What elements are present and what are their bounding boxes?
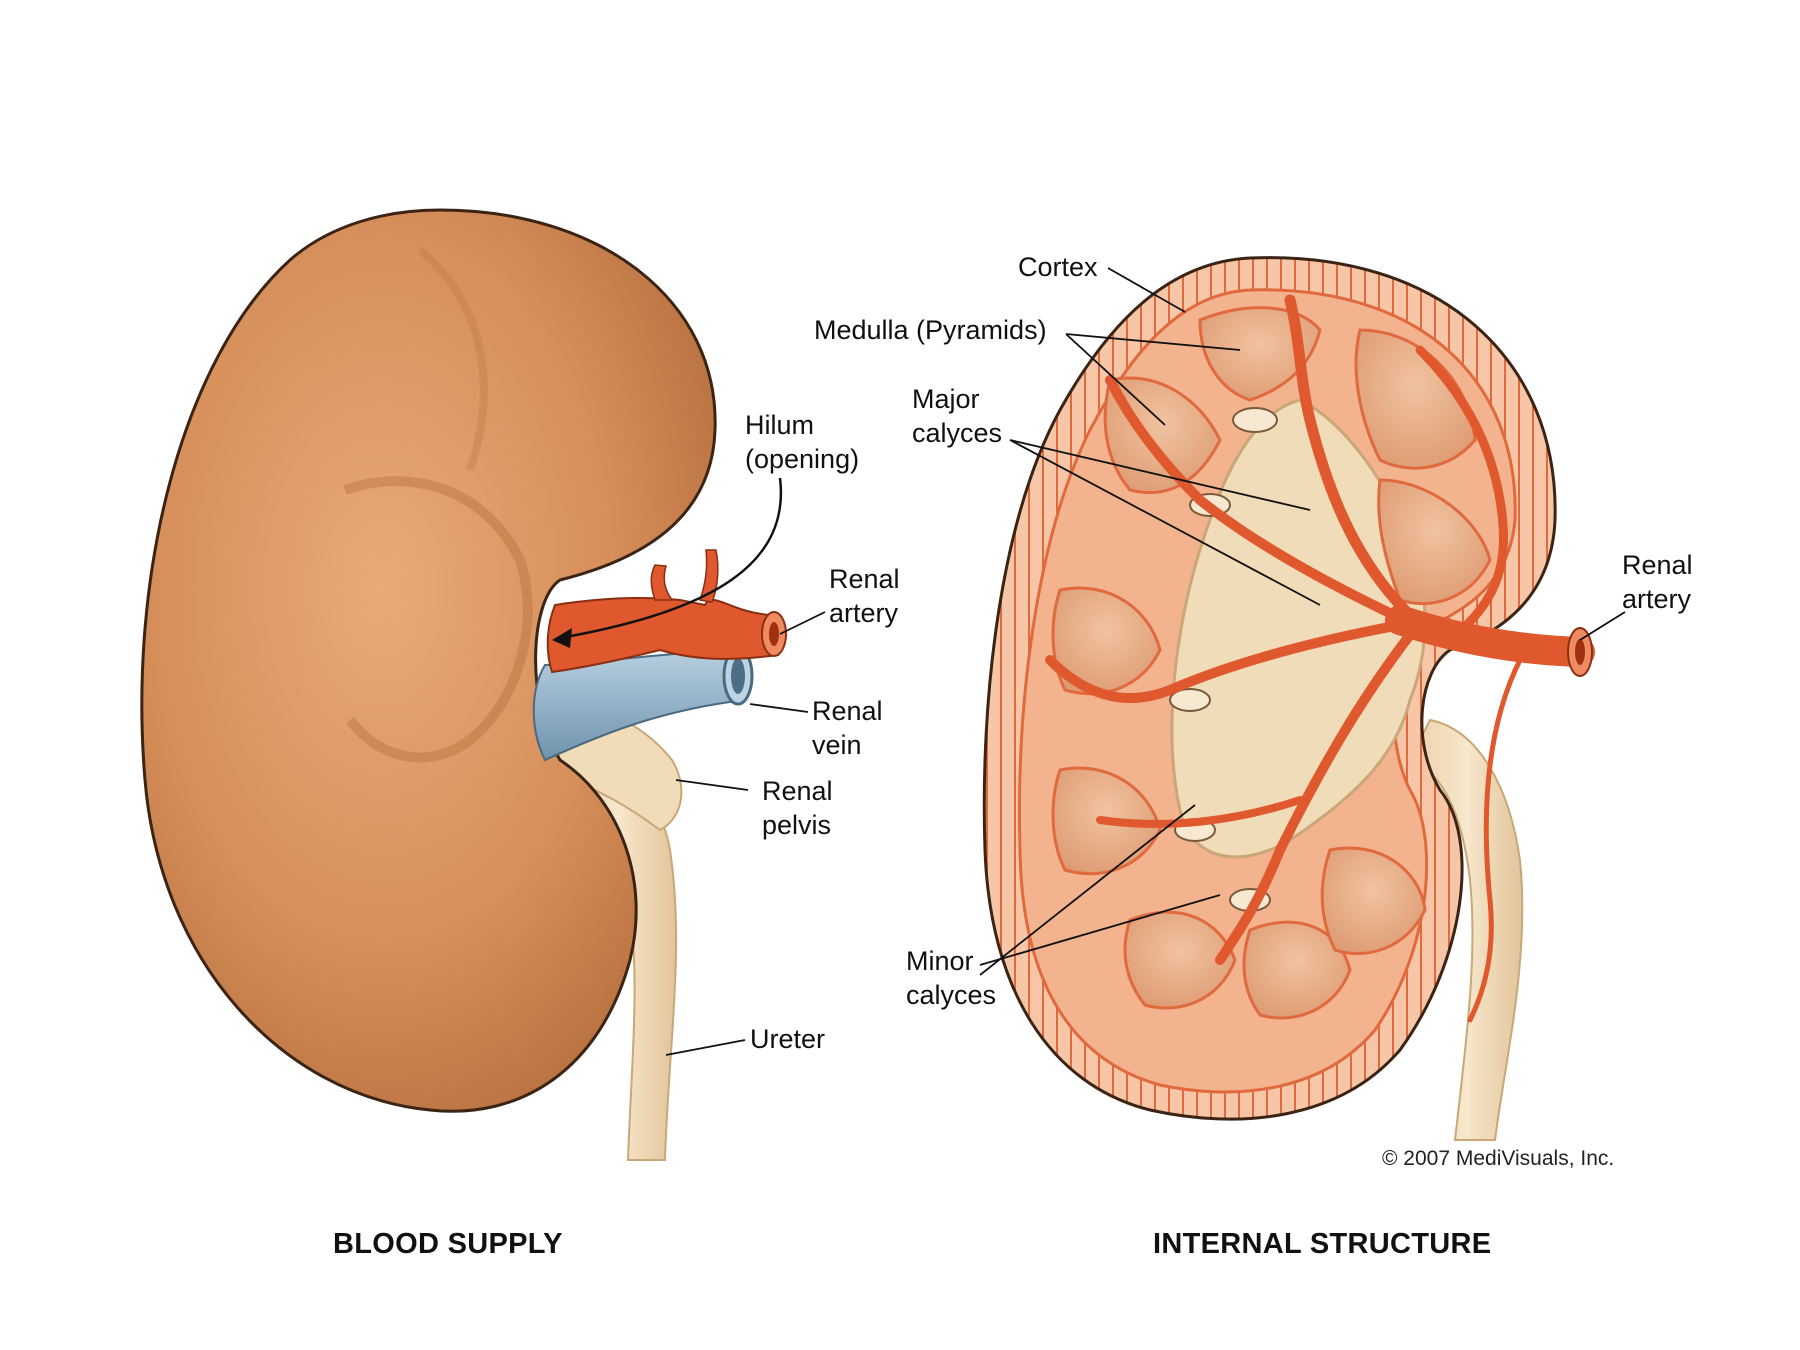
minor-calyces-label-line2: calyces (906, 980, 997, 1010)
left-pelvis-label-line1: Renal (762, 776, 833, 806)
left-kidney-lobe-shade (343, 476, 533, 763)
right-pyramids (1051, 306, 1492, 1020)
right-artery-label: Renal artery (1622, 548, 1693, 616)
artery-branch-upper-2 (1105, 375, 1405, 623)
left-renal-vein-lumen (731, 658, 745, 694)
medulla-leader-1 (1065, 333, 1241, 351)
right-kidney-group (979, 256, 1626, 1141)
hilum-label-line1: Hilum (745, 410, 815, 440)
left-artery-branch (650, 564, 674, 601)
ureter-label: Ureter (750, 1024, 826, 1054)
artery-branch-mid (1045, 620, 1405, 703)
right-artery-tree (1045, 294, 1595, 1023)
medulla-label: Medulla (Pyramids) (814, 315, 1047, 345)
artery-branch-lower (1215, 630, 1415, 965)
major-calyces-label-line1: Major (912, 384, 980, 414)
right-renal-artery-lumen (1575, 639, 1585, 665)
left-pelvis-label: Renal pelvis (762, 774, 833, 842)
left-artery-label-line1: Renal (829, 564, 900, 594)
blood-supply-heading: BLOOD SUPPLY (333, 1228, 563, 1260)
left-renal-artery-lumen (769, 622, 779, 646)
artery-branch-right (1415, 345, 1508, 645)
cortex-leader (1107, 267, 1186, 313)
left-vein-label-line1: Renal (812, 696, 883, 726)
minor-calyx-1 (1232, 407, 1278, 433)
pyramid-mid-left (1051, 586, 1162, 696)
pyramid-upper-left (1103, 376, 1222, 495)
major-leader-2 (1009, 439, 1321, 606)
pyramid-mid-right (1377, 478, 1492, 606)
right-artery-leader (1579, 611, 1626, 641)
cortex-label: Cortex (1018, 252, 1098, 282)
minor-calyces-label: Minor calyces (906, 944, 996, 1012)
internal-structure-heading: INTERNAL STRUCTURE (1153, 1228, 1492, 1260)
left-artery-branch-2 (699, 549, 719, 603)
artery-branch-lower-2 (1096, 796, 1304, 828)
hilum-label-line2: (opening) (745, 444, 860, 474)
hilum-leader (559, 477, 783, 640)
hilum-label: Hilum (opening) (745, 408, 859, 476)
major-calyces-label-line2: calyces (912, 418, 1003, 448)
pyramid-bottom-mid (1242, 920, 1352, 1020)
left-kidney-group (140, 208, 826, 1161)
hilum-arrowhead (552, 628, 572, 648)
pyramid-bottom-right (1320, 846, 1427, 956)
medulla-leader-2 (1065, 333, 1166, 426)
left-artery-leader (779, 611, 826, 635)
copyright-notice: © 2007 MediVisuals, Inc. (1382, 1147, 1615, 1170)
minor-calyx-3 (1169, 688, 1211, 712)
left-ureter-leader (665, 1039, 746, 1056)
pyramid-top (1198, 306, 1322, 402)
right-ureter (1408, 718, 1524, 1141)
left-kidney-lobe-shade-2 (417, 246, 488, 472)
left-vein-label: Renal vein (812, 694, 883, 762)
left-artery-label: Renal artery (829, 562, 900, 630)
left-artery-label-line2: artery (829, 598, 899, 628)
minor-calyces-label-line1: Minor (906, 946, 974, 976)
left-pelvis-label-line2: pelvis (762, 810, 832, 840)
left-pelvis-leader (675, 779, 749, 791)
left-vein-leader (749, 703, 809, 713)
major-calyces-label: Major calyces (912, 382, 1002, 450)
left-vein-label-line2: vein (812, 730, 862, 760)
artery-branch-upper (1284, 294, 1426, 631)
right-artery-label-line1: Renal (1622, 550, 1693, 580)
left-kidney-body (140, 208, 717, 1113)
pyramid-bottom-left (1123, 910, 1237, 1010)
artery-branch-ureter (1467, 657, 1523, 1023)
right-artery-label-line2: artery (1622, 584, 1692, 614)
major-leader-1 (1009, 439, 1311, 511)
minor-leader-1 (979, 804, 1196, 976)
minor-leader-2 (979, 894, 1221, 966)
